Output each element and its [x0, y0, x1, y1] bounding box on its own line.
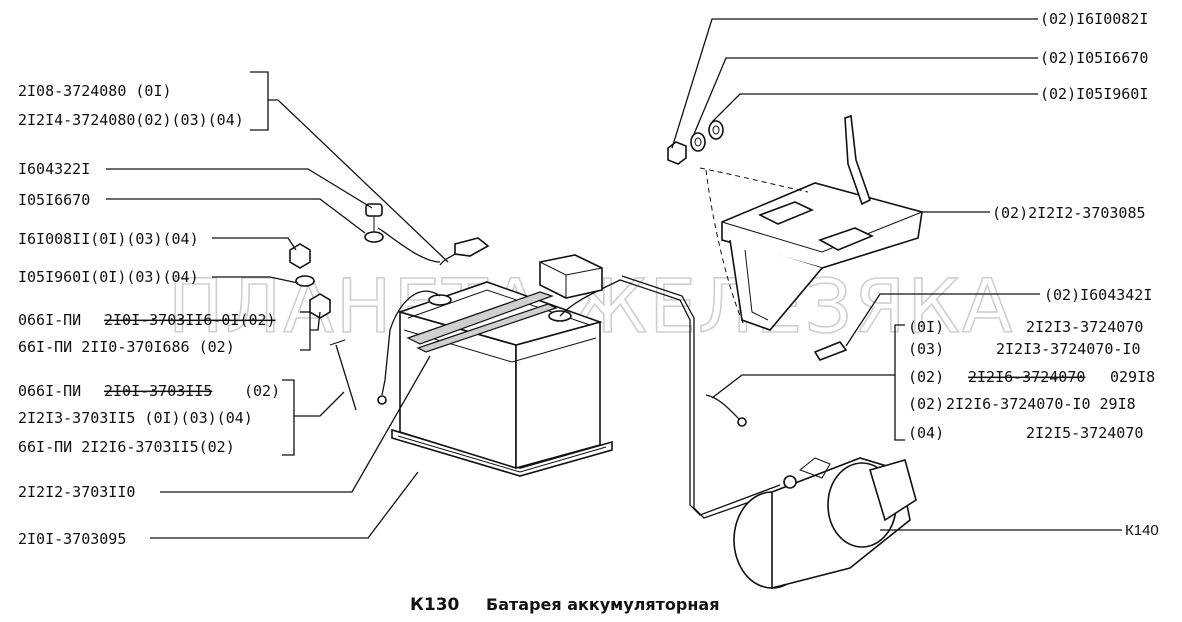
- caption-code: К130: [410, 595, 460, 615]
- battery-tray: [391, 428, 613, 477]
- label-1059601: I05I960I(0I)(03)(04): [18, 268, 199, 286]
- bolt-cond-4: (04): [908, 424, 944, 442]
- bolt-table: (0I) 2I2I3-3724070 (03) 2I2I3-3724070-I0…: [908, 318, 1155, 442]
- starter-motor: [733, 457, 917, 590]
- nut: [289, 243, 311, 269]
- cable-connector: [539, 254, 603, 299]
- bolt-cond-3: (02): [908, 395, 944, 413]
- ground-terminal: [454, 237, 490, 257]
- bracket-strap: [844, 114, 871, 206]
- bolt-extra-2: 029I8: [1110, 368, 1155, 386]
- cable-lug: [737, 417, 747, 427]
- hold-down-bar: [406, 291, 554, 345]
- j-bolt: [335, 344, 357, 411]
- leader-lines: [106, 18, 1122, 539]
- label-661-pi-21216: 66I-ПИ 2I2I6-3703II5(02): [18, 438, 235, 456]
- lock-washer: [295, 275, 315, 287]
- bolt-cond-1: (03): [908, 340, 944, 358]
- bolt-code-2: 2I2I6-3724070: [968, 368, 1085, 386]
- positive-cable: [559, 279, 781, 516]
- bracket-plate: [721, 182, 923, 269]
- label-2101-3703095: 2I0I-3703095: [18, 530, 126, 548]
- left-labels: 2I08-3724080 (0I) 2I2I4-3724080(02)(03)(…: [18, 82, 280, 548]
- washer: [364, 231, 384, 243]
- label-21214-3724080: 2I2I4-3724080(02)(03)(04): [18, 111, 244, 129]
- label-1604322: I604322I: [18, 160, 90, 178]
- label-21213-3703115: 2I2I3-3703II5 (0I)(03)(04): [18, 409, 253, 427]
- bolt-cond-2: (02): [908, 368, 944, 386]
- label-1604342: (02)I604342I: [1044, 286, 1152, 304]
- label-1059601-r: (02)I05I960I: [1040, 85, 1148, 103]
- bolt-code-4: 2I2I5-3724070: [1026, 424, 1143, 442]
- bracket-bolt: [813, 341, 848, 361]
- label-21212-3703085: (02)2I2I2-3703085: [992, 204, 1146, 222]
- label-02-a: (02): [244, 382, 280, 400]
- terminal-positive: [428, 294, 452, 306]
- label-2101-3703116: 2I0I-3703II6-0I(02): [104, 311, 276, 329]
- bracket-hardware: [667, 120, 724, 165]
- caption-title: Батарея аккумуляторная: [486, 595, 720, 614]
- label-1056670: I05I6670: [18, 191, 90, 209]
- battery-hardware: [289, 203, 384, 411]
- bolt-code-1: 2I2I3-3724070-I0: [996, 340, 1141, 358]
- label-1056670-r: (02)I05I6670: [1040, 49, 1148, 67]
- bolt-code-0: 2I2I3-3724070: [1026, 318, 1143, 336]
- label-661-pi-2110: 66I-ПИ 2II0-370I686 (02): [18, 338, 235, 356]
- bracket-leg: [729, 239, 823, 331]
- label-2108-3724080: 2I08-3724080 (0I): [18, 82, 172, 100]
- label-1610081: I6I008II(0I)(03)(04): [18, 230, 199, 248]
- right-labels: (02)I6I0082I (02)I05I6670 (02)I05I960I (…: [992, 10, 1152, 304]
- label-0661-pi-a: 066I-ПИ: [18, 311, 81, 329]
- label-2101-3703115: 2I0I-3703II5: [104, 382, 212, 400]
- battery-side-face: [515, 320, 601, 470]
- label-21212-3703110: 2I2I2-3703II0: [18, 483, 135, 501]
- label-0661-pi-b: 066I-ПИ: [18, 382, 81, 400]
- caption: К130 Батарея аккумуляторная: [410, 595, 720, 615]
- battery: [377, 227, 785, 519]
- bolt-cond-0: (0I): [908, 318, 944, 336]
- negative-cable: [381, 290, 441, 396]
- bolt-code-3: 2I2I6-3724070-I0 29I8: [946, 395, 1136, 413]
- reference-k140: К140: [1125, 522, 1159, 539]
- label-1610082: (02)I6I0082I: [1040, 10, 1148, 28]
- battery-bracket: [699, 114, 923, 331]
